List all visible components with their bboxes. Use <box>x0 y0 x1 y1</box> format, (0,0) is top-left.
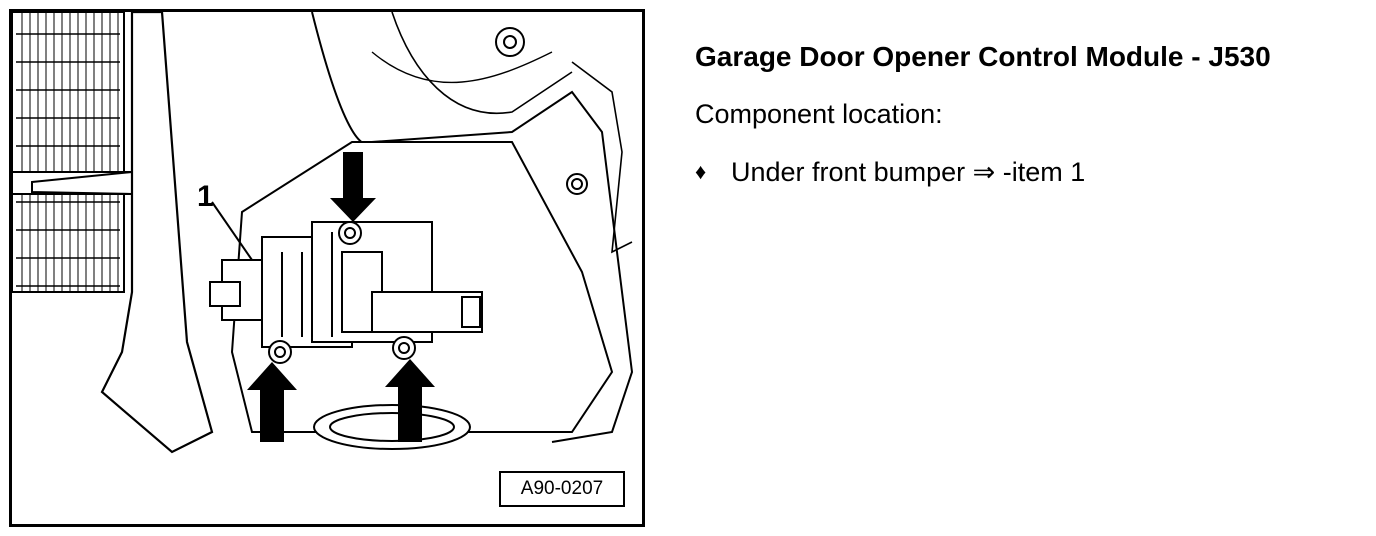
arrow-bottom-left <box>247 362 297 442</box>
callout-leader <box>211 201 253 261</box>
location-list: ♦ Under front bumper ⇒ -item 1 <box>695 156 1365 188</box>
arrow-bottom-right <box>385 359 435 442</box>
text-panel: Garage Door Opener Control Module - J530… <box>695 40 1365 188</box>
arrow-top <box>330 152 376 222</box>
component-illustration: 1 A90-0207 <box>9 9 645 527</box>
control-module <box>209 221 483 348</box>
radiator-grille <box>12 12 133 293</box>
list-item: ♦ Under front bumper ⇒ -item 1 <box>695 156 1365 188</box>
bumper-line-drawing <box>12 12 634 454</box>
document-title: Garage Door Opener Control Module - J530 <box>695 41 1271 72</box>
callout-number: 1 <box>197 180 214 213</box>
component-location-heading: Component location: <box>695 98 943 129</box>
figure-reference-code: A90-0207 <box>499 471 625 507</box>
diamond-bullet-icon: ♦ <box>695 158 707 184</box>
list-item-text: Under front bumper ⇒ -item 1 <box>731 156 1086 187</box>
bracket <box>100 12 214 454</box>
